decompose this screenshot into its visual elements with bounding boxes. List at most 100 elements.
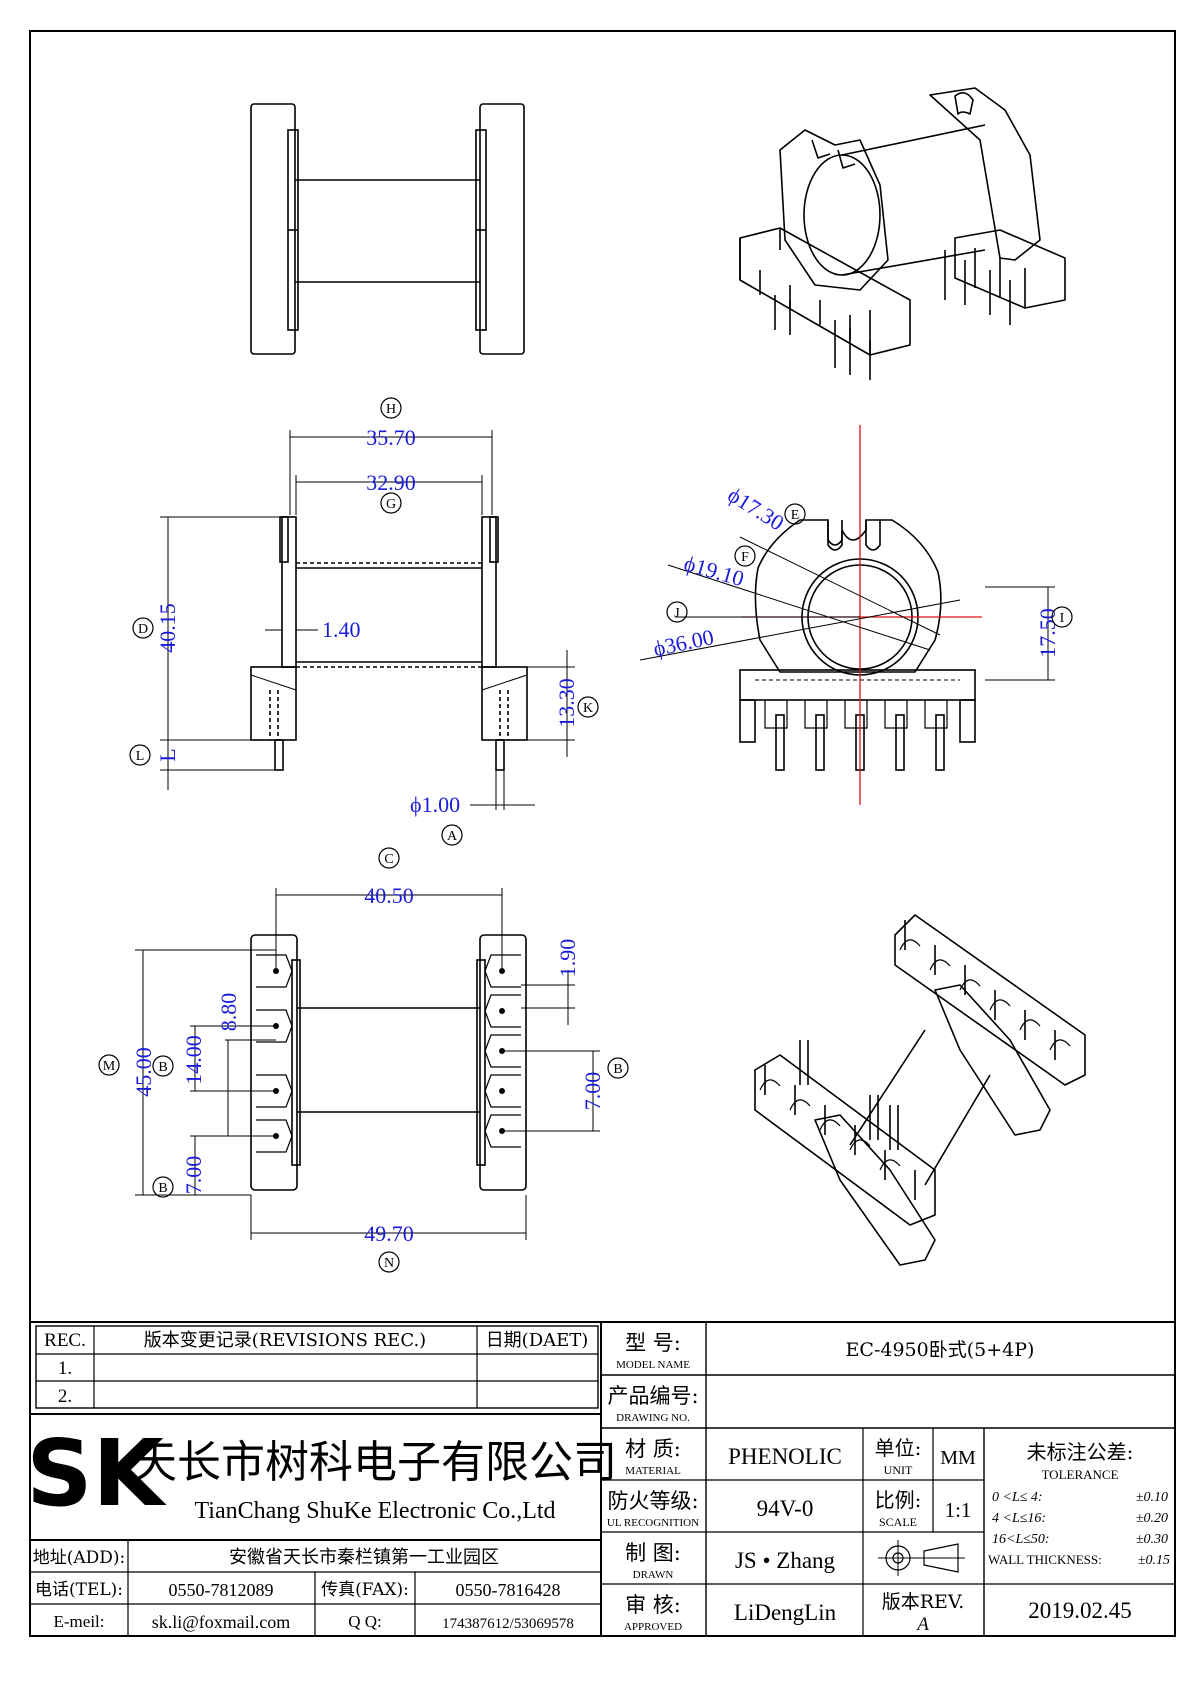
dim-a: ϕ1.00: [410, 792, 460, 817]
dimension-text: 35.70 32.90 40.15 1.40 13.30 L ϕ1.00 ϕ17…: [131, 425, 1060, 1246]
label-d: D: [138, 622, 148, 637]
email-label: E-meil:: [54, 1612, 105, 1631]
tel-label: 电话(TEL):: [35, 1580, 123, 1600]
drawing-no-label: 产品编号:: [607, 1384, 698, 1408]
side-view: [739, 519, 976, 771]
dim-i: 17.50: [1035, 608, 1060, 658]
material-label: 材 质:: [625, 1437, 681, 1461]
dim-j: ϕ36.00: [651, 624, 716, 661]
drawn-label: 制 图:: [625, 1541, 681, 1565]
title-block: [29, 1321, 1176, 1637]
dim-k: 13.30: [554, 678, 579, 728]
approved-label-en: APPROVED: [624, 1621, 682, 1633]
dim-pitch-b: 14.00: [181, 1035, 206, 1085]
qq-label: Q Q:: [348, 1612, 382, 1631]
ul-value: 94V-0: [757, 1496, 814, 1521]
address-label: 地址(ADD):: [33, 1548, 126, 1568]
tolerance-value-4: ±0.15: [1138, 1553, 1170, 1568]
side-view-centerlines: [742, 425, 982, 805]
tolerance-title-en: TOLERANCE: [1041, 1467, 1118, 1482]
dim-m: 45.00: [131, 1047, 156, 1097]
tolerance-value-3: ±0.30: [1136, 1532, 1168, 1547]
label-m: M: [103, 1059, 116, 1074]
date-value: 2019.02.45: [1028, 1598, 1132, 1623]
circled-label-text: H G D K L A E F J I C M B B B N: [103, 402, 1065, 1271]
logo-mark: SK: [26, 1420, 167, 1527]
address-value: 安徽省天长市秦栏镇第一工业园区: [229, 1547, 499, 1568]
side-view-leaders: [639, 536, 961, 661]
rev-header: REC.: [44, 1330, 86, 1351]
label-b-2: B: [613, 1062, 622, 1077]
label-i: I: [1060, 611, 1065, 626]
tolerance-value-1: ±0.10: [1136, 1490, 1168, 1505]
dim-f: ϕ19.10: [681, 550, 747, 591]
fax-label: 传真(FAX):: [321, 1580, 409, 1600]
bottom-view: [250, 934, 527, 1191]
tolerance-range-2: 4 <L≤16:: [992, 1511, 1046, 1526]
fax-value: 0550-7816428: [456, 1580, 561, 1600]
approved-label: 审 核:: [625, 1593, 681, 1617]
ul-label-en: UL RECOGNITION: [607, 1517, 699, 1529]
unit-label-en: UNIT: [884, 1463, 913, 1477]
material-label-en: MATERIAL: [625, 1465, 681, 1477]
tolerance-range-4: WALL THICKNESS:: [988, 1552, 1102, 1567]
circled-labels: [98, 397, 1073, 1273]
dim-pitch-a: 8.80: [216, 993, 241, 1032]
email-value: sk.li@foxmail.com: [152, 1612, 291, 1632]
isometric-view-bottom: [754, 914, 1086, 1266]
label-b-1: B: [158, 1060, 167, 1075]
isometric-view-top: [739, 87, 1066, 380]
dim-wall: 1.40: [322, 617, 361, 642]
label-g: G: [386, 497, 396, 512]
model-label-en: MODEL NAME: [616, 1359, 690, 1371]
dim-g: 32.90: [366, 470, 416, 495]
label-n: N: [384, 1256, 394, 1271]
dim-l: L: [155, 748, 180, 761]
model-value: EC-4950卧式(5+4P): [846, 1339, 1035, 1361]
tolerance-range-3: 16<L≤50:: [992, 1532, 1050, 1547]
label-f: F: [741, 550, 749, 565]
dim-h: 35.70: [366, 425, 416, 450]
label-e: E: [791, 508, 800, 523]
revision-label: 版本REV.: [882, 1591, 965, 1613]
scale-value: 1:1: [945, 1498, 972, 1522]
dim-edge: 1.90: [555, 939, 580, 978]
dim-e: ϕ17.30: [723, 482, 788, 536]
dim-pitch-d: 7.00: [181, 1156, 206, 1195]
label-j: J: [674, 606, 680, 621]
label-l: L: [136, 749, 145, 764]
tel-value: 0550-7812089: [169, 1580, 274, 1600]
label-h: H: [386, 402, 396, 417]
rev-row-1: 1.: [58, 1358, 72, 1379]
dim-pitch-c: 7.00: [580, 1072, 605, 1111]
label-k: K: [583, 701, 593, 716]
label-a: A: [447, 829, 458, 844]
label-b-3: B: [158, 1181, 167, 1196]
sheet-border: [29, 30, 1176, 1637]
qq-value: 174387612/53069578: [442, 1616, 574, 1632]
tolerance-range-1: 0 <L≤ 4:: [992, 1490, 1043, 1505]
revision-value: A: [915, 1614, 929, 1635]
tolerance-value-2: ±0.20: [1136, 1511, 1168, 1526]
drawn-label-en: DRAWN: [633, 1569, 674, 1581]
tolerance-title: 未标注公差:: [1027, 1440, 1134, 1464]
scale-label-en: SCALE: [879, 1515, 917, 1529]
company-logo: SK: [26, 1420, 167, 1527]
dim-d: 40.15: [155, 603, 180, 653]
unit-value: MM: [940, 1447, 976, 1469]
dimension-lines: [135, 430, 1055, 1240]
material-value: PHENOLIC: [728, 1444, 842, 1469]
approved-value: LiDengLin: [734, 1600, 837, 1625]
label-c: C: [384, 852, 393, 867]
scale-label: 比例:: [875, 1488, 922, 1512]
rev-desc-header: 版本变更记录(REVISIONS REC.): [144, 1330, 426, 1351]
front-view: [250, 516, 528, 771]
dim-n: 49.70: [364, 1221, 414, 1246]
rev-row-2: 2.: [58, 1386, 72, 1407]
drawing-no-label-en: DRAWING NO.: [616, 1412, 690, 1424]
company-name-cn: 天长市树科电子有限公司: [133, 1437, 617, 1488]
company-name-en: TianChang ShuKe Electronic Co.,Ltd: [194, 1498, 555, 1524]
dim-c: 40.50: [364, 883, 414, 908]
ul-label: 防火等级:: [607, 1489, 698, 1513]
